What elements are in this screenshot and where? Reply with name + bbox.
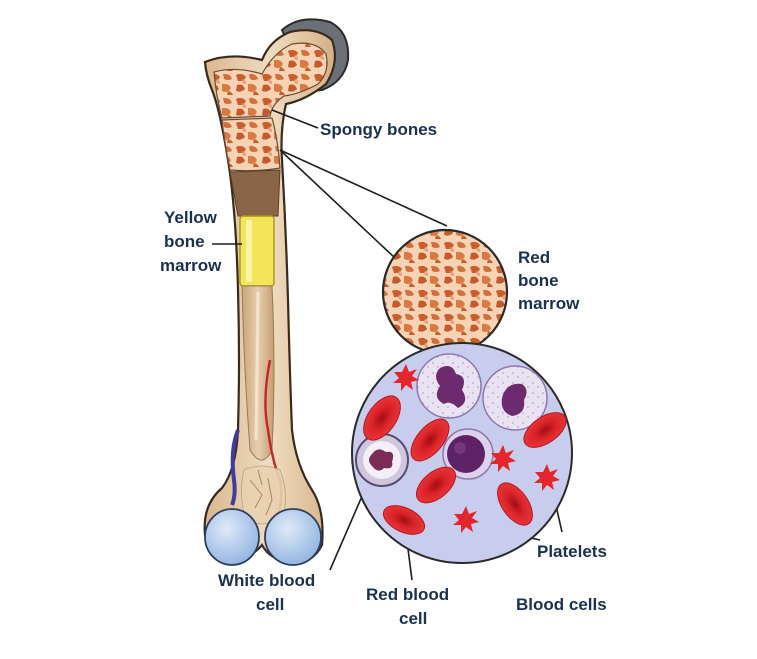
marrow-highlight [246,220,252,282]
labels: Spongy bones Yellow bone marrow Red bone… [160,120,607,628]
white-blood-cell [355,433,409,487]
condyle-left [204,508,260,566]
label-white-cell-line2: cell [256,595,284,614]
medullary-cavity-top [229,169,281,217]
spongy-bone-head [213,42,328,119]
label-yellow-line1: Yellow [164,208,218,227]
red-bone-marrow-magnified [381,228,509,356]
neutrophil [416,353,482,419]
condyle-right [264,508,322,566]
femur-bone [203,18,350,566]
label-white-cell-line1: White blood [218,571,315,590]
label-red-marrow-line1: Red [518,248,550,267]
label-spongy-bones: Spongy bones [320,120,437,139]
label-yellow-line3: marrow [160,256,222,275]
platelets [393,364,560,533]
label-platelets: Platelets [537,542,607,561]
yellow-bone-marrow [239,215,275,287]
label-red-cell-line1: Red blood [366,585,449,604]
spongy-bone-neck [221,117,281,172]
label-red-cell-line2: cell [399,609,427,628]
label-red-marrow-line2: bone [518,271,559,290]
blood-cells-magnified [351,342,573,564]
vein [230,429,240,506]
label-blood-cells: Blood cells [516,595,607,614]
red-blood-cells [363,395,567,535]
monocyte [482,365,548,431]
lymphocyte [442,428,494,480]
label-yellow-line2: bone [164,232,205,251]
label-red-marrow-line3: marrow [518,294,580,313]
